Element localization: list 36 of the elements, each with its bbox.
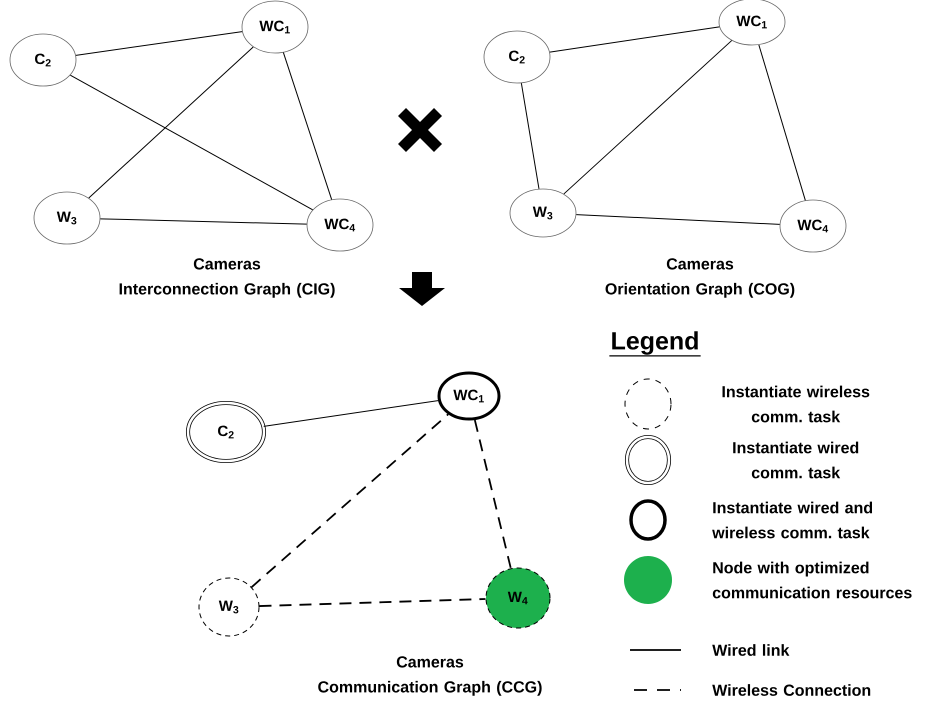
- legend-text: Instantiate wired and wireless comm. task: [712, 502, 872, 538]
- wired-node: C$_{2}$: [186, 400, 266, 464]
- graph-caption: Cameras Interconnection Graph (CIG): [120, 258, 335, 298]
- wired-link: [758, 44, 806, 201]
- wired-link: [100, 218, 308, 225]
- wired-link: [520, 82, 540, 190]
- wireless-node: W$_{3}$: [198, 578, 260, 636]
- wireless-link: [259, 598, 486, 607]
- wired-wireless-node: WC$_{1}$: [438, 372, 500, 420]
- wireless-link: [474, 420, 512, 568]
- camera-node: C$_{2}$: [10, 34, 76, 86]
- legend-text: Wired link: [712, 644, 790, 656]
- wireless-node: W$_{4}$: [486, 568, 550, 628]
- graph-caption: Cameras Orientation Graph (COG): [606, 258, 794, 298]
- legend-title: Legend: [612, 331, 698, 355]
- wired-link: [263, 400, 439, 427]
- camera-node: C$_{2}$: [484, 30, 550, 84]
- camera-node: WC$_{4}$: [780, 200, 846, 252]
- camera-node: WC$_{1}$: [718, 0, 786, 46]
- wired-link: [549, 26, 720, 53]
- graph-caption: Cameras Communication Graph (CCG): [318, 656, 542, 696]
- camera-node: WC$_{4}$: [306, 198, 374, 252]
- legend-text: Instantiate wireless comm. task: [722, 386, 870, 422]
- wireless-link: [250, 414, 449, 588]
- wired-link: [88, 46, 254, 198]
- wired-link: [70, 74, 314, 210]
- wired-link: [576, 214, 780, 225]
- wired-link: [282, 52, 332, 200]
- legend-text: Instantiate wired comm. task: [733, 442, 858, 478]
- camera-node: WC$_{1}$: [242, 0, 308, 54]
- camera-node: W$_{3}$: [510, 188, 576, 238]
- legend-text: Node with optimized communication resources: [712, 562, 912, 598]
- legend-text: Wireless Connection: [712, 684, 870, 696]
- wired-link: [563, 40, 732, 194]
- wired-link: [75, 31, 243, 56]
- camera-node: W$_{3}$: [34, 192, 100, 244]
